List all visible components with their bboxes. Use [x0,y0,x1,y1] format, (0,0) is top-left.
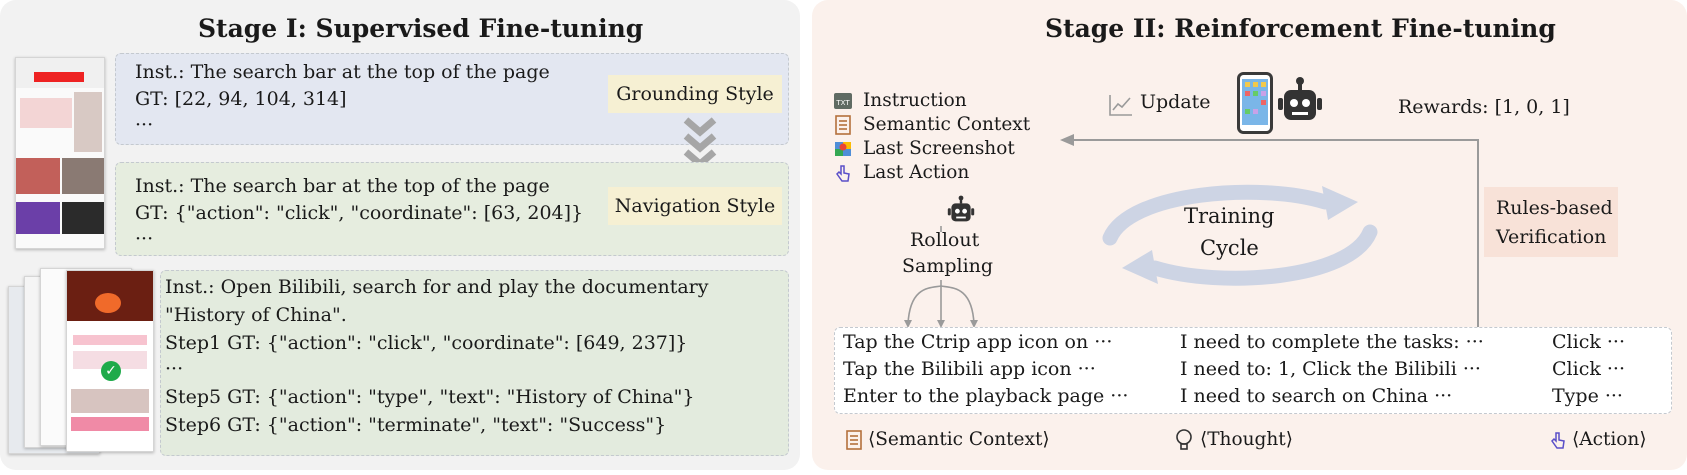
episode-line-4: ··· [165,358,184,380]
checklist-icon [844,429,864,450]
grounding-ellipsis: ··· [135,114,154,136]
update-label: Update [1140,91,1211,113]
semantic-sample-1: Tap the Ctrip app icon on ··· [843,331,1113,353]
smartphone-icon [1237,72,1273,134]
action-sample-2: Click ··· [1552,358,1626,380]
cycle-arrows-icon [1102,184,1378,286]
action-sample-3: Type ··· [1552,385,1623,407]
semantic-sample-3: Enter to the playback page ··· [843,385,1129,407]
map-icon [833,139,853,159]
episode-line-5: Step5 GT: {"action": "type", "text": "Hi… [165,386,695,408]
rollout-label-2: Sampling [902,255,994,277]
semantic-sample-2: Tap the Bilibili app icon ··· [843,358,1096,380]
txt-file-icon: TXT [833,91,853,111]
navigation-ellipsis: ··· [135,228,154,250]
lightbulb-icon [1174,428,1194,450]
action-sample-1: Click ··· [1552,331,1626,353]
grounding-instruction: Inst.: The search bar at the top of the … [135,61,550,83]
robot-icon [1278,77,1322,120]
tap-hand-icon [1548,430,1568,450]
episode-line-2: "History of China". [165,304,347,326]
rollout-samples-box [834,327,1672,414]
legend-semantic-context: ⟨Semantic Context⟩ [844,429,1050,450]
stage2-title: Stage II: Reinforcement Fine-tuning [1045,14,1556,43]
rollout-arrows [904,226,978,328]
input-instruction: TXT Instruction [833,90,967,111]
robot-small-icon [947,195,975,222]
verification-label-2: Verification [1496,226,1607,248]
input-last-screenshot: Last Screenshot [833,138,1015,159]
cycle-label-1: Training [1184,204,1275,228]
episode-line-1: Inst.: Open Bilibili, search for and pla… [165,276,709,298]
verification-label-1: Rules-based [1496,197,1613,219]
episode-line-6: Step6 GT: {"action": "terminate", "text"… [165,414,667,436]
phone-screenshot-front: ✓ [66,270,154,452]
thought-sample-1: I need to complete the tasks: ··· [1180,331,1484,353]
verification-box [1484,187,1618,257]
navigation-gt: GT: {"action": "click", "coordinate": [6… [135,202,584,224]
checklist-icon [833,114,853,135]
thought-sample-3: I need to search on China ··· [1180,385,1453,407]
rewards-label: Rewards: [1, 0, 1] [1398,96,1570,118]
tap-hand-icon [833,163,853,183]
stage1-title: Stage I: Supervised Fine-tuning [198,14,644,43]
feedback-arrow [1060,134,1479,328]
input-last-action: Last Action [833,162,969,183]
svg-text:TXT: TXT [835,99,850,107]
legend-thought: ⟨Thought⟩ [1174,428,1293,450]
thought-sample-2: I need to: 1, Click the Bilibili ··· [1180,358,1481,380]
trend-chart-icon [1109,95,1132,116]
grounding-gt: GT: [22, 94, 104, 314] [135,88,347,110]
navigation-style-tag: Navigation Style [608,187,782,225]
legend-action: ⟨Action⟩ [1548,429,1647,450]
check-icon: ✓ [101,361,121,381]
episode-example-box [160,270,789,456]
rollout-label-1: Rollout [910,229,980,251]
phone-screenshot-1 [15,57,105,249]
grounding-style-tag: Grounding Style [608,75,782,113]
input-semantic-context: Semantic Context [833,114,1030,135]
cycle-label-2: Cycle [1200,236,1259,260]
navigation-instruction: Inst.: The search bar at the top of the … [135,175,550,197]
episode-line-3: Step1 GT: {"action": "click", "coordinat… [165,332,688,354]
